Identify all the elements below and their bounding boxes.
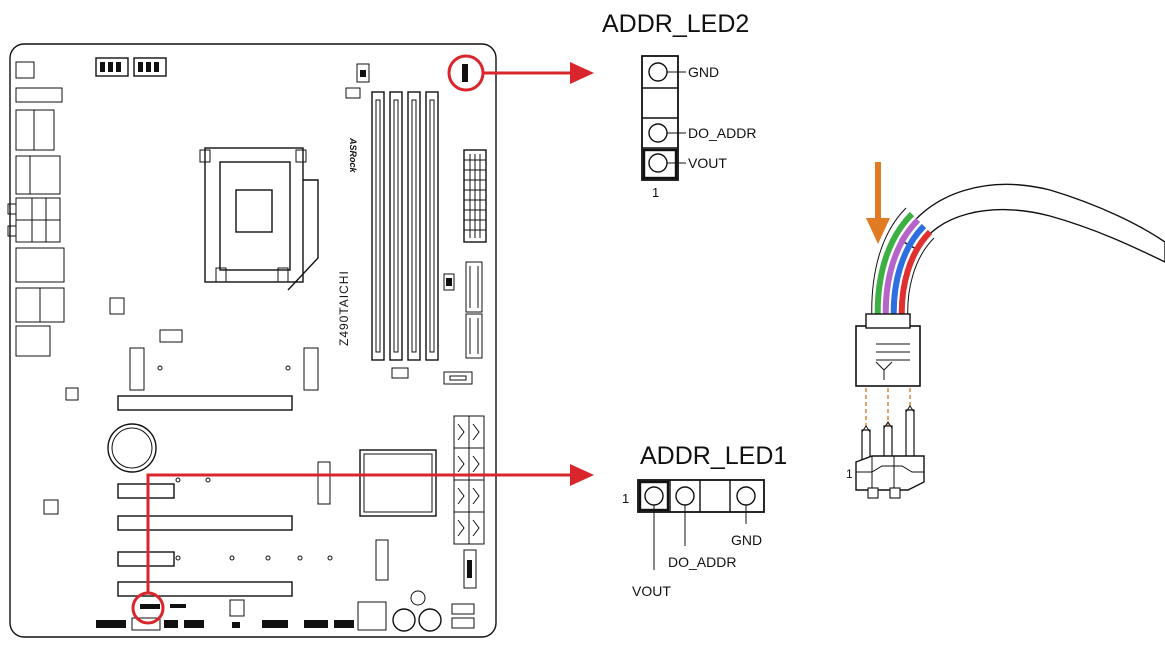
wire-2	[882, 217, 921, 323]
cpu-power-connectors	[95, 57, 167, 77]
dimm-slots	[371, 91, 439, 361]
addr-led1-pin-do-addr	[675, 486, 695, 506]
cpu-socket	[199, 147, 319, 291]
addr-led2-pin-gnd	[648, 62, 668, 82]
atx-power-connector	[463, 149, 487, 243]
addr-led2-pin-do-addr	[648, 123, 668, 143]
led-cable-connector: 1	[846, 162, 1165, 499]
wire-1	[874, 211, 915, 323]
addr-led2-label-vout: VOUT	[688, 155, 727, 171]
pcie-slots	[43, 297, 389, 597]
addr-led1-label-gnd: GND	[731, 532, 762, 548]
callout-addr-led1	[131, 464, 594, 625]
insert-arrow	[866, 162, 890, 244]
addr-led1-pin-gnd	[736, 486, 756, 506]
addr-led2-label-gnd: GND	[688, 64, 719, 80]
addr-led1-board-header	[140, 604, 160, 609]
callout-addr-led2	[447, 54, 594, 92]
board-silkscreen-label: Z490TAICHI	[337, 270, 351, 346]
arrow-head-led2	[570, 62, 594, 84]
sata-ports	[453, 415, 485, 589]
addr-led2-pin1-label: 1	[652, 185, 659, 200]
fan-header-top	[356, 63, 370, 83]
pin-header	[855, 405, 925, 499]
highlight-circle-led1	[131, 591, 165, 625]
addr-led2-pinout: ADDR_LED2 GND DO_ADDR VOUT 1	[602, 10, 756, 200]
addr-led2-title: ADDR_LED2	[602, 10, 749, 38]
addr-led1-pin1-label: 1	[622, 491, 629, 506]
addr-led2-board-header	[462, 64, 468, 82]
usb-header-2	[465, 313, 483, 359]
bottom-headers	[96, 590, 475, 632]
motherboard: ASRock Z490TAICHI	[7, 43, 497, 638]
addr-led1-title: ADDR_LED1	[640, 442, 787, 470]
cable-jacket	[899, 183, 1165, 263]
addr-led2-label-do-addr: DO_ADDR	[688, 125, 756, 141]
addr-led1-label-do-addr: DO_ADDR	[668, 554, 736, 570]
addr-led1-pinout: ADDR_LED1 1 GND DO_ADDR VOUT	[622, 442, 787, 599]
highlight-circle-led2	[447, 54, 485, 92]
addr-led1-pin-vout	[644, 486, 664, 506]
wire-4	[898, 229, 933, 323]
wire-3	[890, 223, 927, 323]
addr-led2-pin1-box	[642, 148, 678, 180]
connector-body	[855, 325, 921, 387]
motherboard-outline	[9, 43, 497, 638]
connector-pin1-label: 1	[846, 467, 853, 481]
chipset	[359, 449, 437, 517]
usb-header	[465, 261, 483, 313]
arrow-head-led1	[570, 464, 594, 486]
addr-led2-pin-vout	[648, 153, 668, 173]
addr-led1-label-vout: VOUT	[632, 583, 671, 599]
board-logo: ASRock	[348, 137, 358, 174]
rear-io-ports	[7, 61, 65, 357]
addr-led1-housing	[637, 479, 765, 513]
